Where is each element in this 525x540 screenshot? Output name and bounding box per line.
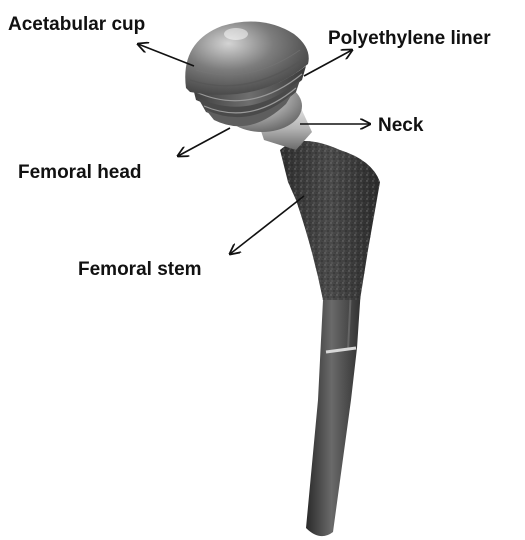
- label-neck: Neck: [378, 115, 424, 136]
- label-femoral-stem: Femoral stem: [78, 259, 202, 280]
- arrow-polyethylene-liner: [304, 50, 352, 76]
- label-acetabular-cup: Acetabular cup: [8, 14, 145, 35]
- porous-coating-shape: [280, 141, 380, 300]
- label-femoral-head: Femoral head: [18, 162, 142, 183]
- arrow-acetabular-cup: [138, 44, 194, 66]
- arrow-femoral-stem: [230, 196, 304, 254]
- arrow-femoral-head: [178, 128, 230, 156]
- label-polyethylene-liner: Polyethylene liner: [328, 28, 491, 49]
